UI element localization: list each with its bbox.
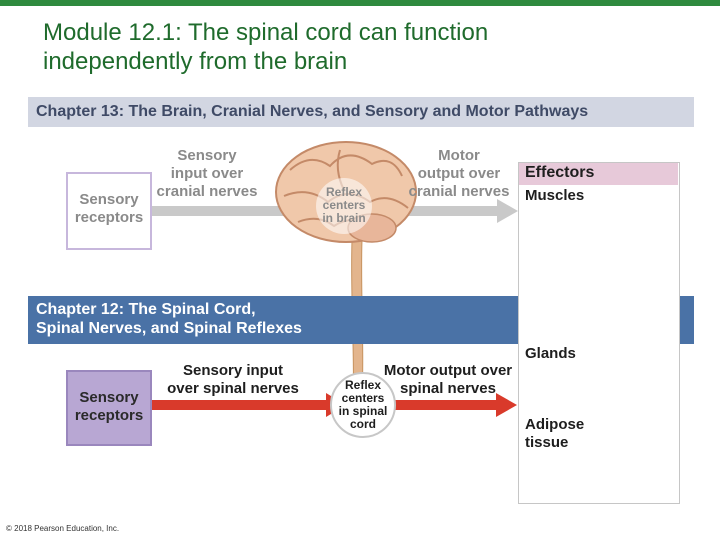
reflex-brain-line-1: Reflex <box>325 185 363 199</box>
motor-output-spinal-label: Motor output over spinal nerves <box>378 362 518 398</box>
reflex-brain-line-3: in brain <box>322 211 366 225</box>
copyright-notice: © 2018 Pearson Education, Inc. <box>6 524 120 533</box>
reflex-spinal-line-4: cord <box>349 417 376 431</box>
reflex-spinal-line-2: centers <box>341 391 385 405</box>
effectors-header: Effectors <box>519 163 678 185</box>
motor-spinal-line-2: spinal nerves <box>400 380 496 397</box>
receptors-spinal-line-1: Sensory <box>79 389 139 406</box>
adipose-line-1: Adipose <box>525 416 585 433</box>
motor-cranial-line-2: output over <box>417 165 501 182</box>
sensory-input-cranial-label: Sensory input over cranial nerves <box>152 147 262 201</box>
sensory-receptors-cranial: Sensory receptors <box>66 172 152 250</box>
sensory-spinal-line-1: Sensory input <box>182 362 283 379</box>
effectors-box <box>518 162 680 504</box>
sensory-cranial-line-1: Sensory <box>177 147 237 164</box>
receptors-cranial-line-2: receptors <box>74 209 144 226</box>
sensory-cranial-line-3: cranial nerves <box>156 183 258 200</box>
effectors-heading: Effectors <box>525 164 595 181</box>
reflex-brain-line-2: centers <box>322 198 366 212</box>
arrow-motor-spinal <box>380 400 498 410</box>
motor-cranial-line-3: cranial nerves <box>408 183 510 200</box>
receptors-spinal-line-2: receptors <box>74 407 144 424</box>
muscles-label: Muscles <box>525 187 585 204</box>
arrow-sensory-cranial <box>151 206 301 216</box>
chapter-12-line-2: Spinal Nerves, and Spinal Reflexes <box>36 320 302 337</box>
sensory-receptors-spinal: Sensory receptors <box>66 370 152 446</box>
arrow-sensory-spinal <box>151 400 331 410</box>
motor-output-cranial-label: Motor output over cranial nerves <box>402 147 516 201</box>
sensory-spinal-line-2: over spinal nerves <box>167 380 299 397</box>
top-accent-bar <box>0 0 720 6</box>
reflex-spinal-line-1: Reflex <box>344 378 382 392</box>
chapter-13-band: Chapter 13: The Brain, Cranial Nerves, a… <box>28 97 694 127</box>
arrow-motor-spinal-head <box>496 393 517 417</box>
sensory-input-spinal-label: Sensory input over spinal nerves <box>158 362 308 398</box>
sensory-cranial-line-2: input over <box>170 165 244 182</box>
slide-title-line-1: Module 12.1: The spinal cord can functio… <box>43 19 489 46</box>
slide-title: Module 12.1: The spinal cord can functio… <box>43 18 683 76</box>
motor-cranial-line-1: Motor <box>438 147 480 164</box>
reflex-centers-brain: Reflex centers in brain <box>316 178 372 234</box>
adipose-line-2: tissue <box>525 434 569 451</box>
chapter-13-label: Chapter 13: The Brain, Cranial Nerves, a… <box>36 103 589 120</box>
chapter-12-line-1: Chapter 12: The Spinal Cord, <box>36 301 256 318</box>
slide-title-line-2: independently from the brain <box>43 48 348 75</box>
arrow-motor-cranial-head <box>497 199 518 223</box>
receptors-cranial-line-1: Sensory <box>79 191 139 208</box>
arrow-motor-cranial <box>383 206 499 216</box>
glands-label: Glands <box>525 345 576 362</box>
adipose-tissue-label: Adipose tissue <box>525 416 584 452</box>
reflex-spinal-line-3: in spinal <box>338 404 388 418</box>
motor-spinal-line-1: Motor output over <box>383 362 513 379</box>
reflex-centers-spinal-cord: Reflex centers in spinal cord <box>330 372 396 438</box>
